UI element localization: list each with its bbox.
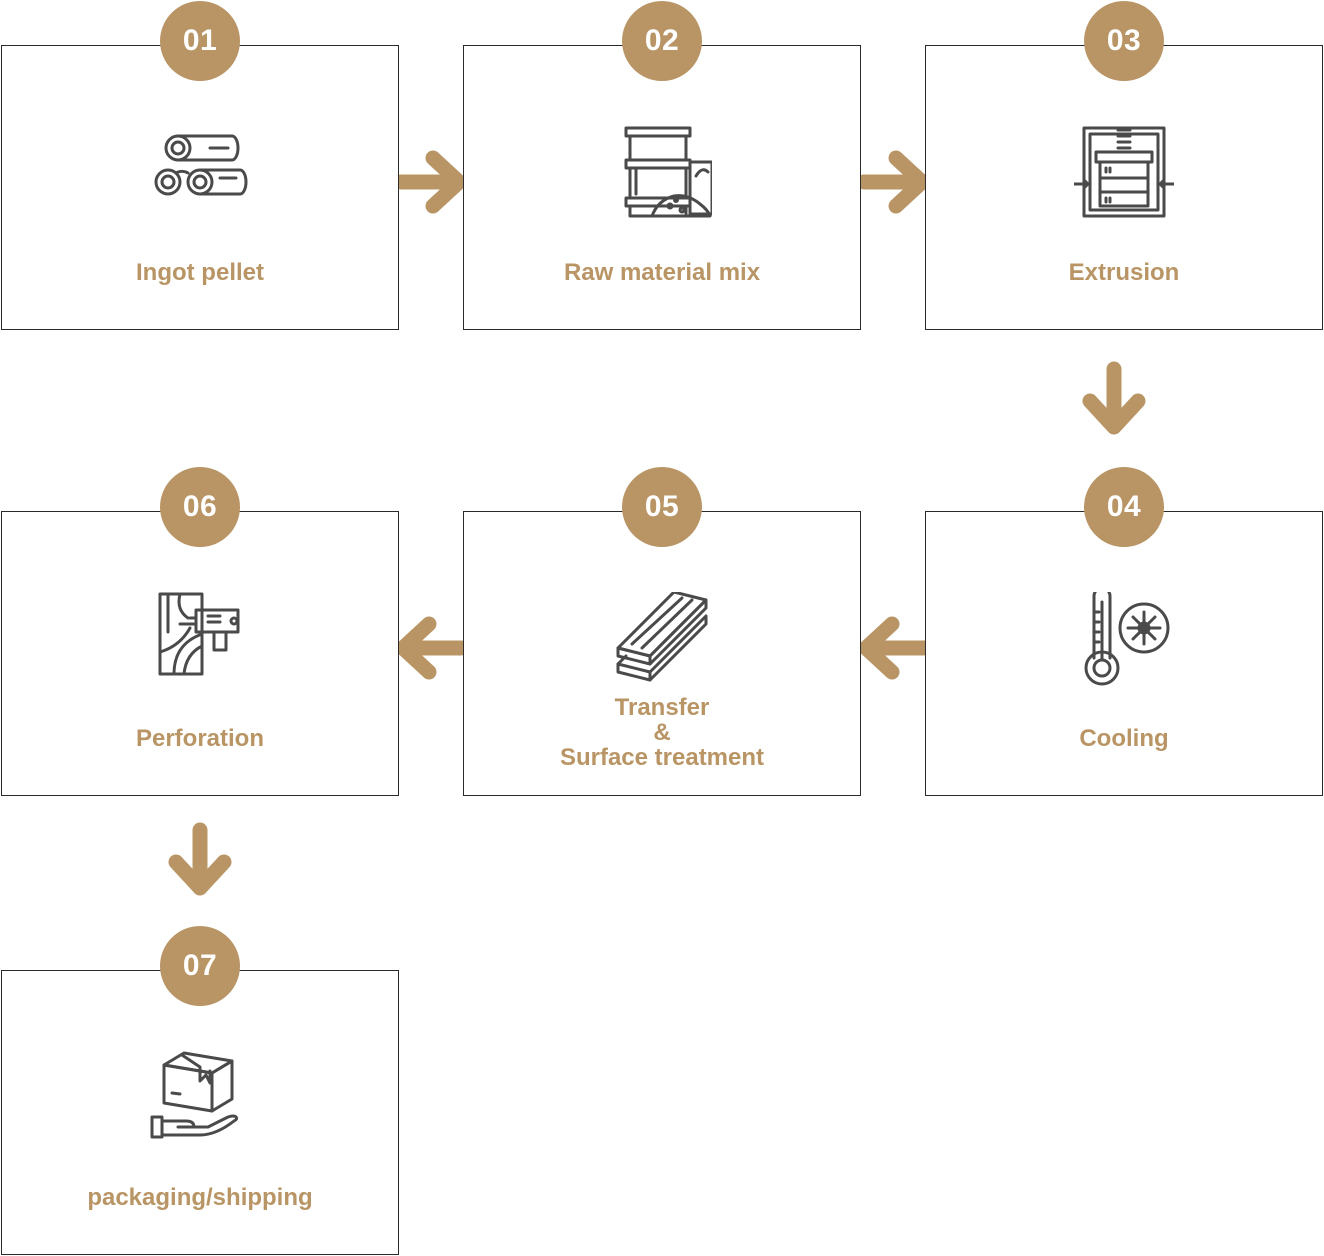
step-label: Raw material mix (563, 259, 761, 286)
arrow-left-icon (395, 616, 469, 680)
arrow-left-5-6 (393, 616, 469, 680)
arrow-down-3-4 (1082, 361, 1146, 437)
arrow-left-icon (858, 616, 932, 680)
step-number-badge: 01 (160, 1, 240, 81)
step-card-07: 07 packaging/shipping (1, 926, 399, 1255)
step-card-04: 04 Cooling (925, 467, 1323, 796)
step-label: Cooling (1079, 725, 1169, 752)
step-number-badge: 02 (622, 1, 702, 81)
step-number-badge: 05 (622, 467, 702, 547)
step-label: Ingot pellet (136, 259, 264, 286)
wood-planks-icon (612, 592, 712, 692)
box-hand-icon (150, 1051, 250, 1151)
arrow-right-1-2 (393, 150, 469, 214)
arrow-right-2-3 (856, 150, 932, 214)
step-number-badge: 07 (160, 926, 240, 1006)
thermometer-snowflake-icon (1074, 592, 1174, 692)
arrow-right-icon (856, 150, 930, 214)
arrow-right-icon (393, 150, 467, 214)
logs-icon (150, 126, 250, 226)
step-number-badge: 04 (1084, 467, 1164, 547)
step-card-06: 06 Perforation (1, 467, 399, 796)
press-machine-icon (1074, 126, 1174, 226)
arrow-down-6-7 (168, 822, 232, 898)
arrow-left-4-5 (856, 616, 932, 680)
step-card-02: 02 Raw material mix (463, 1, 861, 330)
step-label-line: Surface treatment (559, 744, 765, 771)
step-label: Extrusion (1068, 259, 1180, 286)
step-number-badge: 06 (160, 467, 240, 547)
step-label: packaging/shipping (87, 1184, 313, 1211)
arrow-down-icon (1082, 361, 1146, 435)
step-label: Perforation (135, 725, 264, 752)
step-card-03: 03 Extrusion (925, 1, 1323, 330)
step-card-05: 05 Transfer & Surface treatment (463, 467, 861, 796)
drill-icon (150, 592, 250, 692)
barrels-mix-icon (612, 126, 712, 226)
step-label-line: & (653, 719, 671, 746)
arrow-down-icon (168, 822, 232, 896)
step-card-01: 01 Ingot pellet (1, 1, 399, 330)
step-label-line: Transfer (614, 694, 710, 721)
step-label: Transfer & Surface treatment (464, 695, 860, 770)
step-number-badge: 03 (1084, 1, 1164, 81)
